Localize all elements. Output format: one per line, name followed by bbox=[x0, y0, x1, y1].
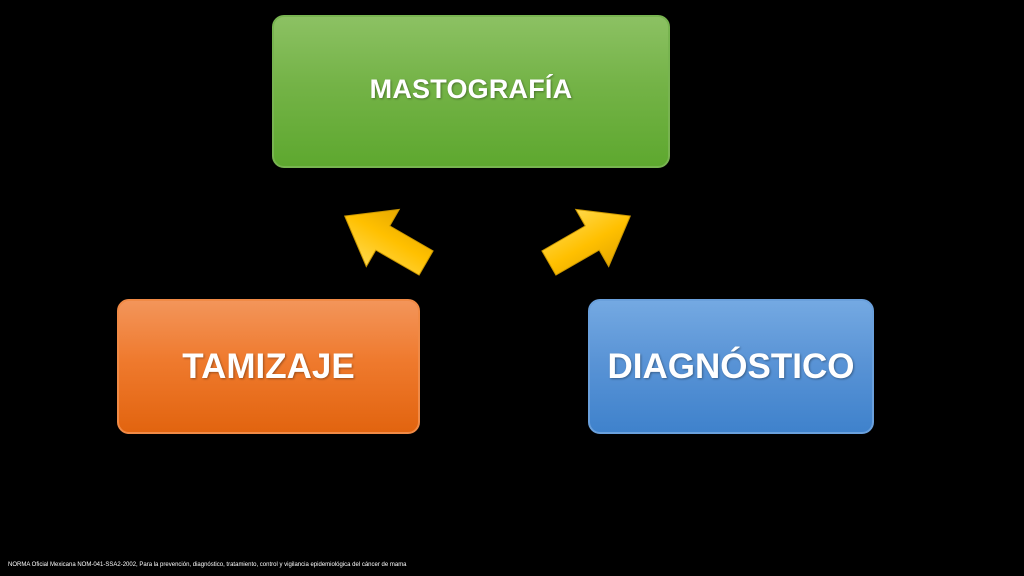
node-diagnostico: DIAGNÓSTICO bbox=[588, 299, 874, 434]
node-diagnostico-label: DIAGNÓSTICO bbox=[607, 346, 855, 386]
node-mastografia: MASTOGRAFÍA bbox=[272, 15, 670, 168]
node-mastografia-label: MASTOGRAFÍA bbox=[369, 74, 573, 104]
arrow-down-right-icon bbox=[541, 208, 632, 276]
node-tamizaje-label: TAMIZAJE bbox=[182, 346, 355, 386]
node-tamizaje: TAMIZAJE bbox=[117, 299, 420, 434]
arrow-down-left-icon bbox=[343, 208, 434, 276]
footnote-citation: NORMA Oficial Mexicana NOM-041-SSA2-2002… bbox=[8, 562, 407, 568]
